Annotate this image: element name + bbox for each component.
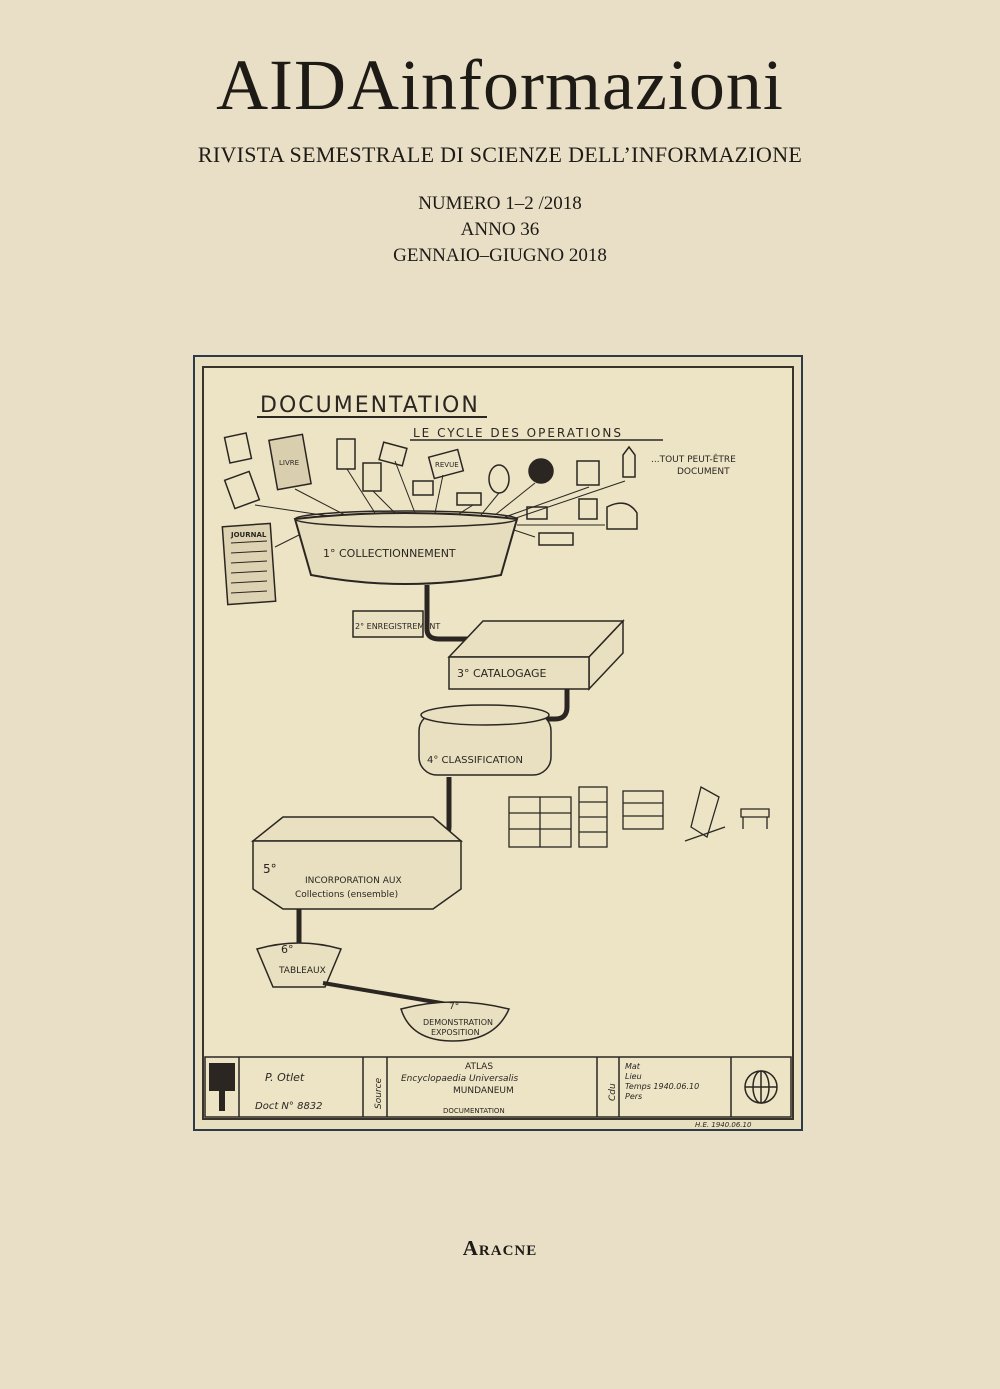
step-4-label: 4° CLASSIFICATION (427, 755, 523, 766)
tree-logo (209, 1063, 235, 1111)
step-1-label: 1° COLLECTIONNEMENT (323, 547, 456, 560)
step-7-label-line2: EXPOSITION (431, 1028, 480, 1037)
step-7-label-line1: DEMONSTRATION (423, 1018, 493, 1027)
footer-source: Source (374, 1077, 384, 1109)
cover-illustration: DOCUMENTATION LE CYCLE DES OPERATIONS ..… (193, 355, 803, 1131)
document-icons (223, 432, 638, 546)
footer-meta-4: Pers (625, 1092, 642, 1101)
step-5-label-line2: Collections (ensemble) (295, 890, 398, 900)
footer-atlas: ATLAS (465, 1062, 493, 1072)
footer-meta-3: Temps 1940.06.10 (625, 1082, 699, 1091)
step-6-label: TABLEAUX (278, 966, 326, 976)
footer-author: P. Otlet (265, 1071, 305, 1084)
drawing-footer-table (204, 1056, 792, 1118)
step-3-label: 3° CATALOGAGE (457, 667, 547, 680)
journal-icon (221, 522, 277, 606)
volume-year: ANNO 36 (460, 219, 540, 240)
step-6-bowl (255, 942, 343, 988)
step-5-number: 5° (263, 862, 277, 876)
footer-doc-number: Doct N° 8832 (255, 1101, 323, 1112)
journal-title: AIDAinformazioni (216, 45, 784, 125)
issue-number: NUMERO 1–2 /2018 (418, 193, 582, 214)
step-5-label-line1: INCORPORATION AUX (305, 876, 402, 886)
footer-documentation: DOCUMENTATION (443, 1107, 505, 1115)
drawing-subheading: LE CYCLE DES OPERATIONS (413, 426, 623, 440)
drawing-note-line1: ...TOUT PEUT-ÊTRE (651, 453, 736, 465)
doc-livre-label: LIVRE (279, 459, 299, 467)
step-7-bowl (400, 1001, 511, 1042)
doc-journal-label: JOURNAL (230, 531, 267, 539)
footer-mundaneum: MUNDANEUM (453, 1086, 514, 1096)
footer-encyclopaedia: Encyclopaedia Universalis (401, 1074, 519, 1084)
footer-signature: H.E. 1940.06.10 (695, 1121, 752, 1129)
step-6-number: 6° (281, 943, 294, 956)
doc-revue-label: REVUE (435, 461, 459, 469)
step-4-tank (418, 704, 552, 776)
documentation-cycle-drawing: DOCUMENTATION LE CYCLE DES OPERATIONS ..… (202, 366, 794, 1129)
footer-meta-1: Mat (625, 1062, 641, 1071)
publisher-name: Aracne (462, 1236, 538, 1260)
furniture-sketches (508, 786, 770, 848)
collection-rays (254, 460, 626, 548)
issue-period: GENNAIO–GIUGNO 2018 (393, 245, 607, 266)
footer-side-label: Cdu (608, 1083, 618, 1101)
step-5-box (250, 816, 464, 910)
drawing-heading: DOCUMENTATION (260, 393, 480, 418)
journal-subtitle: RIVISTA SEMESTRALE DI SCIENZE DELL’INFOR… (197, 142, 803, 167)
step-2-box (352, 610, 424, 638)
step-7-number: 7° (449, 1002, 459, 1012)
step-2-label: 2° ENREGISTREMENT (355, 622, 440, 631)
footer-meta-2: Lieu (625, 1072, 642, 1081)
step-3-box (447, 619, 625, 691)
collection-basin (293, 512, 519, 585)
drawing-note-line2: DOCUMENT (677, 467, 730, 477)
